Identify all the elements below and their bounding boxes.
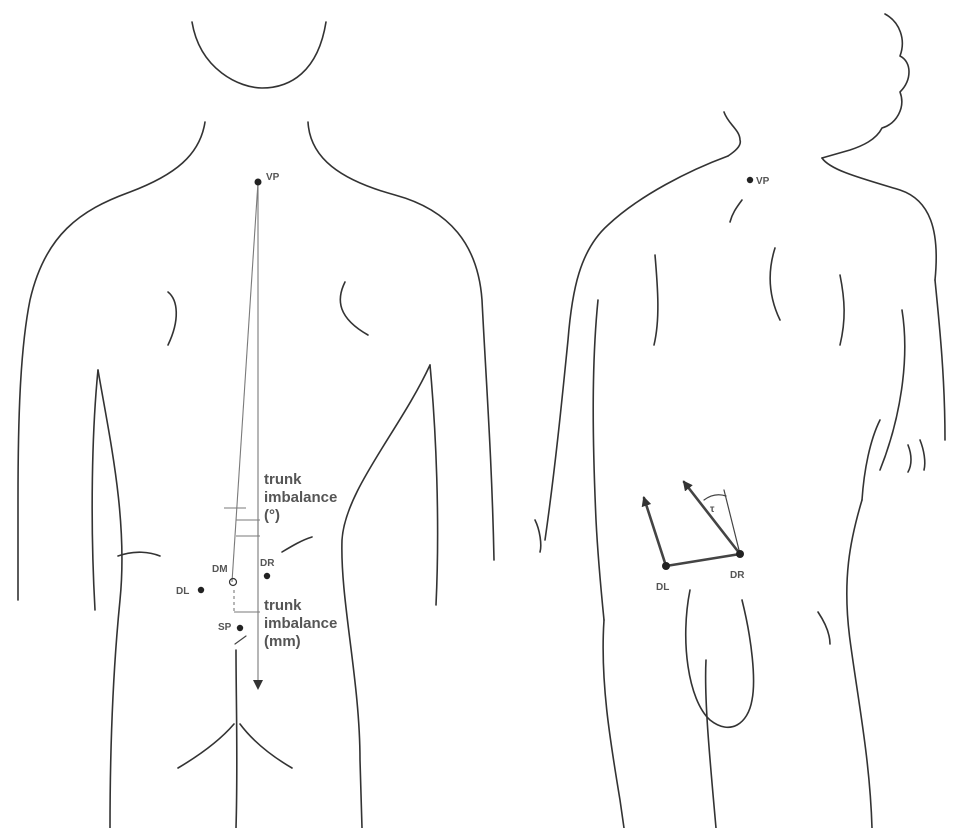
right-back-figure: VP DL DR τ xyxy=(535,14,945,828)
right-crease-4 xyxy=(818,612,830,644)
trunk-imbalance-degree-line3: (°) xyxy=(264,507,280,524)
sp-point xyxy=(237,625,243,631)
left-head-outline xyxy=(192,22,326,88)
right-dl-point xyxy=(662,562,670,570)
left-gluteal-fold-left xyxy=(178,724,234,768)
right-neck-left xyxy=(724,112,740,156)
right-right-shoulder xyxy=(935,280,945,440)
right-buttock-curve xyxy=(686,590,754,727)
right-vp-point xyxy=(747,177,753,183)
left-left-shoulder-outline xyxy=(18,122,205,600)
right-right-scapula xyxy=(770,248,780,320)
right-hair-outline xyxy=(822,14,909,158)
trunk-imbalance-degree-line2: imbalance xyxy=(264,489,337,506)
left-right-waist-crease xyxy=(282,537,312,552)
dl-arrow xyxy=(644,498,666,566)
left-left-arm-line xyxy=(92,370,98,610)
left-sacral-mark xyxy=(235,636,246,644)
left-right-arm-line xyxy=(430,365,438,605)
right-neck-right xyxy=(822,158,936,280)
left-left-waist-crease xyxy=(118,552,160,556)
right-left-hip xyxy=(603,620,624,828)
dr-point xyxy=(264,573,270,579)
tau-arc xyxy=(704,495,726,500)
left-right-scapula xyxy=(340,282,368,335)
vp-label: VP xyxy=(266,172,280,183)
dm-label: DM xyxy=(212,564,228,575)
left-right-flank xyxy=(342,365,430,828)
trunk-imbalance-degree-line1: trunk xyxy=(264,471,302,488)
right-right-arm-inner xyxy=(862,420,880,500)
vp-point xyxy=(255,179,262,186)
dl-dr-baseline xyxy=(666,554,740,566)
right-gluteal-line xyxy=(706,660,716,828)
right-dl-label: DL xyxy=(656,582,669,593)
right-dr-point xyxy=(736,550,744,558)
dl-point xyxy=(198,587,204,593)
right-left-shoulder xyxy=(545,156,728,540)
left-gluteal-fold-right xyxy=(240,724,292,768)
right-lumbar-curve xyxy=(880,310,905,470)
right-crease-1 xyxy=(535,520,541,552)
dl-label: DL xyxy=(176,586,189,597)
dm-point xyxy=(230,579,237,586)
trunk-imbalance-mm-line3: (mm) xyxy=(264,633,301,650)
vp-to-dm-line xyxy=(232,182,258,582)
right-vp-label: VP xyxy=(756,176,770,187)
left-left-scapula xyxy=(168,292,176,345)
left-gluteal-cleft xyxy=(236,650,237,828)
left-left-flank xyxy=(98,370,122,828)
right-upper-spine-mark xyxy=(730,200,742,222)
right-crease-2 xyxy=(908,445,911,472)
right-left-scapula xyxy=(654,255,658,345)
right-torso-right-flank xyxy=(847,500,872,828)
sp-label: SP xyxy=(218,622,232,633)
right-dr-label: DR xyxy=(730,570,745,581)
trunk-imbalance-mm-line2: imbalance xyxy=(264,615,337,632)
left-back-figure: VP DM DR DL SP trunk imbalance (°) trunk… xyxy=(18,22,494,828)
right-crease-3 xyxy=(920,440,925,470)
right-left-arm xyxy=(593,300,604,620)
trunk-imbalance-mm-line1: trunk xyxy=(264,597,302,614)
dr-label: DR xyxy=(260,558,275,569)
tau-label: τ xyxy=(710,504,715,515)
right-right-scapula-2 xyxy=(840,275,844,345)
